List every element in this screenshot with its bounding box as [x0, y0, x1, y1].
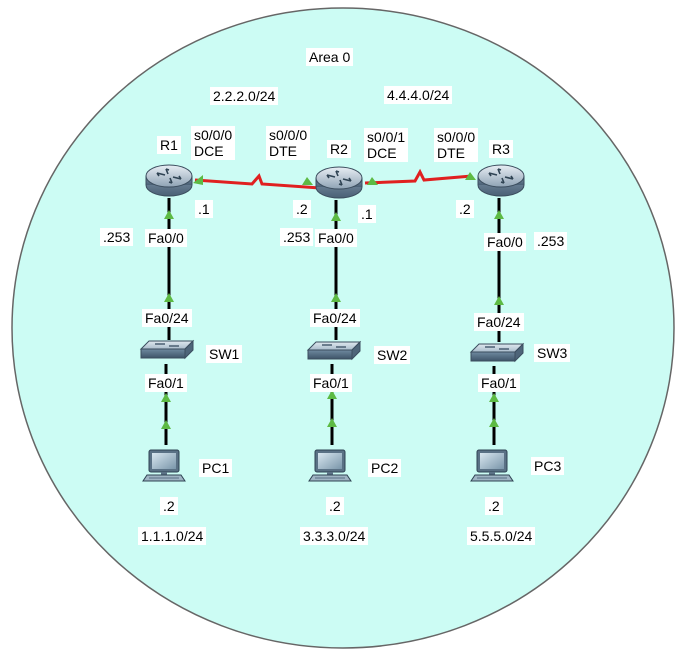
switch-icon[interactable]	[140, 340, 194, 359]
port-role: DTE	[269, 143, 297, 159]
switch-name-sw2: SW2	[374, 346, 411, 364]
sw3-access-port: Fa0/1	[478, 374, 520, 392]
r3-serial-ip: .2	[456, 200, 474, 218]
pc-name-pc3: PC3	[531, 457, 565, 475]
router-icon[interactable]	[145, 164, 193, 197]
pc-icon[interactable]	[142, 449, 186, 482]
port-arrow	[494, 296, 504, 305]
port-arrow	[489, 418, 499, 427]
network-label-r2-r3: 4.4.4.0/24	[384, 86, 453, 104]
serial-link-r1-r2	[194, 173, 321, 190]
port-role: DTE	[437, 145, 465, 161]
pc-name-pc2: PC2	[368, 459, 402, 477]
r1-lan-ip: .253	[100, 228, 134, 246]
port-arrow	[465, 172, 476, 180]
area-0-circle	[11, 7, 675, 649]
pc3-ip: .2	[485, 497, 503, 515]
port-name: s0/0/0	[437, 129, 476, 145]
r3-lan-port: Fa0/0	[484, 233, 526, 251]
r1-serial-ip: .1	[195, 200, 213, 218]
r2-lan-ip: .253	[280, 228, 314, 246]
router-name-r3: R3	[489, 140, 513, 158]
router-icon[interactable]	[315, 166, 363, 199]
port-arrow	[331, 212, 341, 221]
port-arrow	[161, 393, 171, 402]
switch-name-sw3: SW3	[534, 344, 571, 362]
port-arrow	[489, 393, 499, 402]
router-name-r2: R2	[327, 140, 351, 158]
port-arrow	[331, 293, 341, 302]
switch-icon[interactable]	[307, 341, 361, 360]
port-arrow	[164, 210, 174, 219]
r2-left-serial-ip: .2	[293, 200, 311, 218]
r3-lan-ip: .253	[534, 232, 568, 250]
port-arrow	[327, 418, 337, 427]
sw1-access-port: Fa0/1	[145, 374, 187, 392]
port-name: s0/0/1	[367, 129, 406, 145]
pc-name-pc1: PC1	[199, 459, 233, 477]
sw2-uplink-port: Fa0/24	[310, 309, 360, 327]
switch-icon[interactable]	[470, 343, 524, 362]
network-label-r1-r2: 2.2.2.0/24	[210, 87, 279, 105]
port-arrow	[327, 390, 337, 399]
port-arrow	[302, 177, 313, 185]
network-label-lan2: 3.3.3.0/24	[300, 527, 369, 545]
port-arrow	[193, 175, 203, 185]
switch-name-sw1: SW1	[206, 345, 243, 363]
sw1-uplink-port: Fa0/24	[142, 309, 192, 327]
port-status-arrows	[161, 172, 504, 429]
router-name-r1: R1	[157, 136, 181, 154]
port-arrow	[161, 420, 171, 429]
pc-icon[interactable]	[470, 449, 514, 482]
sw3-uplink-port: Fa0/24	[474, 313, 524, 331]
r2-right-serial-ip: .1	[358, 205, 376, 223]
router-icon[interactable]	[477, 164, 525, 197]
port-arrow	[367, 177, 378, 185]
sw2-access-port: Fa0/1	[310, 374, 352, 392]
port-arrow	[164, 293, 174, 302]
port-role: DCE	[367, 145, 397, 161]
port-role: DCE	[194, 143, 224, 159]
port-name: s0/0/0	[269, 127, 308, 143]
pc2-ip: .2	[326, 497, 344, 515]
pc1-ip: .2	[160, 497, 178, 515]
r1-lan-port: Fa0/0	[145, 229, 187, 247]
pc-icon[interactable]	[308, 449, 352, 482]
area-label: Area 0	[306, 48, 354, 66]
network-label-lan3: 5.5.5.0/24	[467, 527, 536, 545]
network-label-lan1: 1.1.1.0/24	[138, 527, 207, 545]
port-name: s0/0/0	[194, 127, 233, 143]
serial-link-r2-r3	[364, 168, 473, 185]
r2-lan-port: Fa0/0	[315, 229, 357, 247]
port-arrow	[494, 210, 504, 219]
